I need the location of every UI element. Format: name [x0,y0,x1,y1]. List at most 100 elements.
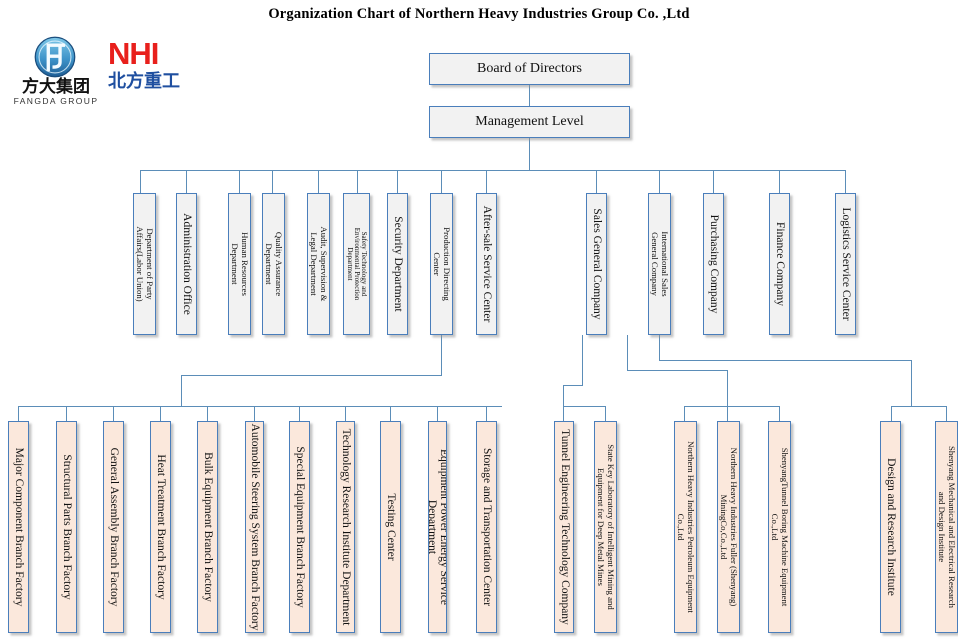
connector-drop-p1 [66,406,67,421]
node-label: Management Level [475,113,584,129]
node-heat-treatment-branch-factory[interactable]: Heat Treatment Branch Factory [150,421,171,633]
connector-drop-b3 [779,170,780,193]
node-international-sales-general-company[interactable]: International Sales General Company [648,193,671,335]
node-state-key-laboratory[interactable]: State Key Laboratory of Intelligent Mini… [594,421,617,633]
node-storage-and-transportation-center[interactable]: Storage and Transportation Center [476,421,497,633]
node-label: Board of Directors [477,60,582,76]
connector-subsidiary-bus [684,406,779,407]
node-shenyang-tunnel-boring-machine-equipment[interactable]: ShenyangTunnel Boring Machine Equipment … [768,421,791,633]
node-human-resources-department[interactable]: Human Resources Department [228,193,251,335]
node-automobile-steering-system-branch-factory[interactable]: Automobile Steering System Branch Factor… [245,421,264,633]
node-label: Tunnel Engineering Technology Company [558,429,571,625]
connector-drop-b2 [713,170,714,193]
connector-sub-stem-b [727,370,728,406]
node-administration-office[interactable]: Administration Office [176,193,197,335]
node-design-and-research-institute[interactable]: Design and Research Institute [880,421,901,633]
node-special-equipment-branch-factory[interactable]: Special Equipment Branch Factory [289,421,310,633]
node-tunnel-engineering-technology-company[interactable]: Tunnel Engineering Technology Company [554,421,574,633]
connector-drop-p0 [18,406,19,421]
node-label: Major Component Branch Factory [13,447,26,607]
node-management-level[interactable]: Management Level [429,106,630,138]
connector-drop-b4 [845,170,846,193]
node-safety-technology-environmental-protection-department[interactable]: Safety Technology and Environmental Prot… [343,193,370,335]
node-nhi-fuller-shenyang-mining[interactable]: Northern Heavy Industries Fuller (Shenya… [717,421,740,633]
connector-drop-f3 [272,170,273,193]
node-equipment-power-energy-service-department[interactable]: Equipment Power Energy Service Departmen… [428,421,447,633]
node-bulk-equipment-branch-factory[interactable]: Bulk Equipment Branch Factory [197,421,218,633]
node-production-directing-center[interactable]: Production Directing Center [430,193,453,335]
connector-sub-stem-a [627,335,628,370]
node-finance-company[interactable]: Finance Company [769,193,790,335]
fangda-chinese-name: 方大集团 [22,77,90,97]
node-label: Purchasing Company [708,214,721,314]
connector-drop-p9 [437,406,438,421]
connector-drop-p8 [390,406,391,421]
node-nhi-petroleum-equipment[interactable]: Northern Heavy Industries Petroleum Equi… [674,421,697,633]
node-general-assembly-branch-factory[interactable]: General Assembly Branch Factory [103,421,124,633]
node-label: Safety Technology and Environmental Prot… [345,227,369,301]
node-purchasing-company[interactable]: Purchasing Company [703,193,724,335]
connector-research-bus [891,406,946,407]
node-security-department[interactable]: Security Department [387,193,408,335]
node-board-of-directors[interactable]: Board of Directors [429,53,630,85]
connector-sub-elbow-a [627,370,727,371]
connector-drop-p7 [345,406,346,421]
fangda-group-logo: 方大集团 FANGDA GROUP [12,36,100,108]
connector-right-stem [659,335,660,360]
node-major-component-branch-factory[interactable]: Major Component Branch Factory [8,421,29,633]
node-label: Structural Parts Branch Factory [61,454,74,600]
connector-drop-s1 [727,406,728,421]
node-label: Production Directing Center [432,227,452,301]
connector-board-to-management [529,85,530,106]
connector-drop-r1 [946,406,947,421]
node-technology-research-institute-department[interactable]: Technology Research Institute Department [336,421,355,633]
connector-drop-s0 [684,406,685,421]
node-audit-supervision-legal-department[interactable]: Audit, Supervision & Legal Department [307,193,330,335]
connector-sales-stem [582,335,583,385]
node-after-sale-service-center[interactable]: After-sale Service Center [476,193,497,335]
node-department-of-party-affairs[interactable]: Department of Party Affairs(Labor Union) [133,193,156,335]
node-label: Design and Research Institute [885,458,898,596]
connector-tunnel-bus [563,406,605,407]
node-testing-center[interactable]: Testing Center [380,421,401,633]
connector-prod-stem-left [181,375,182,406]
connector-prod-elbow [181,375,442,376]
nhi-chinese-name: 北方重工 [108,71,180,92]
node-label: Automobile Steering System Branch Factor… [249,423,262,631]
node-logistics-service-center[interactable]: Logistics Service Center [835,193,856,335]
node-label: Technology Research Institute Department [340,428,353,626]
connector-drop-p3 [160,406,161,421]
node-shenyang-mechanical-electrical-research-design-institute[interactable]: Shenyang Mechanical and Electrical Resea… [935,421,958,633]
connector-drop-f8 [486,170,487,193]
node-sales-general-company[interactable]: Sales General Company [586,193,607,335]
node-label: Bulk Equipment Branch Factory [202,452,215,602]
node-structural-parts-branch-factory[interactable]: Structural Parts Branch Factory [56,421,77,633]
connector-level2-bus [140,170,845,171]
node-label: Security Department [392,216,405,312]
connector-drop-f4 [318,170,319,193]
node-label: Shenyang Mechanical and Electrical Resea… [937,446,957,608]
connector-drop-f0 [140,170,141,193]
node-label: Logistics Service Center [840,207,853,321]
node-label: Northern Heavy Industries Fuller (Shenya… [719,447,739,607]
fangda-english-name: FANGDA GROUP [13,96,99,106]
fangda-emblem-icon [34,36,76,78]
connector-drop-f7 [441,170,442,193]
connector-tunnel-stem [563,385,564,406]
connector-drop-f1 [186,170,187,193]
connector-drop-p10 [486,406,487,421]
connector-drop-b0 [596,170,597,193]
node-label: Sales General Company [591,208,604,320]
connector-drop-f2 [239,170,240,193]
node-quality-assurance-department[interactable]: Quality Assurance Department [262,193,285,335]
connector-drop-r0 [891,406,892,421]
connector-drop-s2 [779,406,780,421]
node-label: After-sale Service Center [481,205,494,323]
connector-prod-stem-down [441,335,442,375]
nhi-english-name: NHI [108,36,159,71]
node-label: Finance Company [774,222,787,306]
connector-drop-t0 [563,406,564,421]
node-label: Administration Office [181,213,194,315]
node-label: Department of Party Affairs(Labor Union) [135,226,155,302]
